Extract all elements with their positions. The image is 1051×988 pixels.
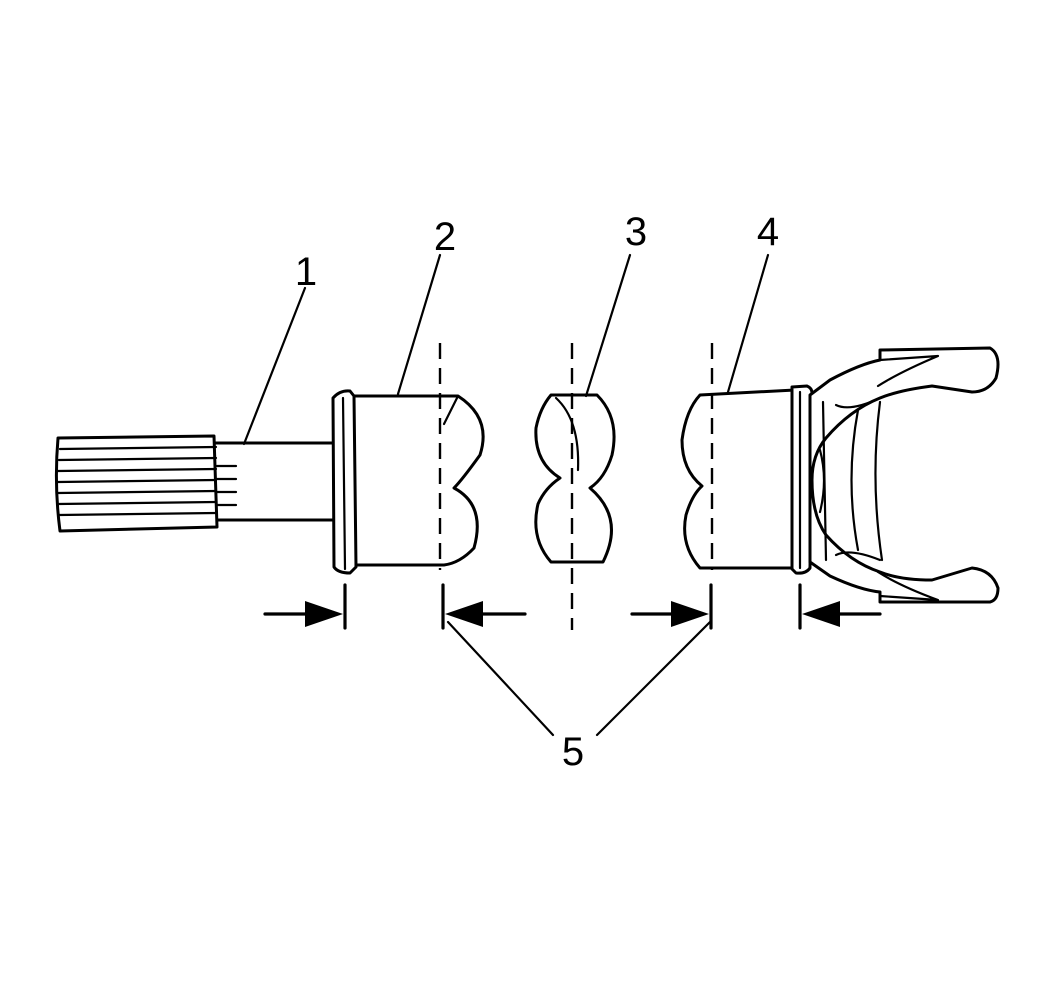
- weld-yoke: [808, 346, 1000, 604]
- callout-labels: 1 2 3 4 5: [295, 210, 779, 774]
- middle-tube-section: [534, 393, 616, 564]
- arrow-right-1: [263, 601, 343, 627]
- arrow-left-2: [445, 601, 527, 627]
- arrow-left-4: [802, 601, 882, 627]
- measurement-arrows: [263, 601, 882, 627]
- arrow-right-3: [630, 601, 709, 627]
- cut-lines: [438, 343, 714, 630]
- callout-2: 2: [434, 215, 456, 259]
- spline-teeth: [56, 445, 218, 517]
- callout-3: 3: [625, 210, 647, 254]
- right-tube-section: [680, 384, 814, 575]
- dimension-lines: [343, 583, 802, 630]
- callout-4: 4: [757, 210, 779, 254]
- callout-5: 5: [562, 730, 584, 774]
- spline-tooth-ends: [215, 464, 238, 507]
- splined-shaft: [54, 434, 337, 533]
- callout-1: 1: [295, 250, 317, 294]
- leader-lines: [242, 253, 770, 737]
- left-tube-section: [331, 389, 485, 575]
